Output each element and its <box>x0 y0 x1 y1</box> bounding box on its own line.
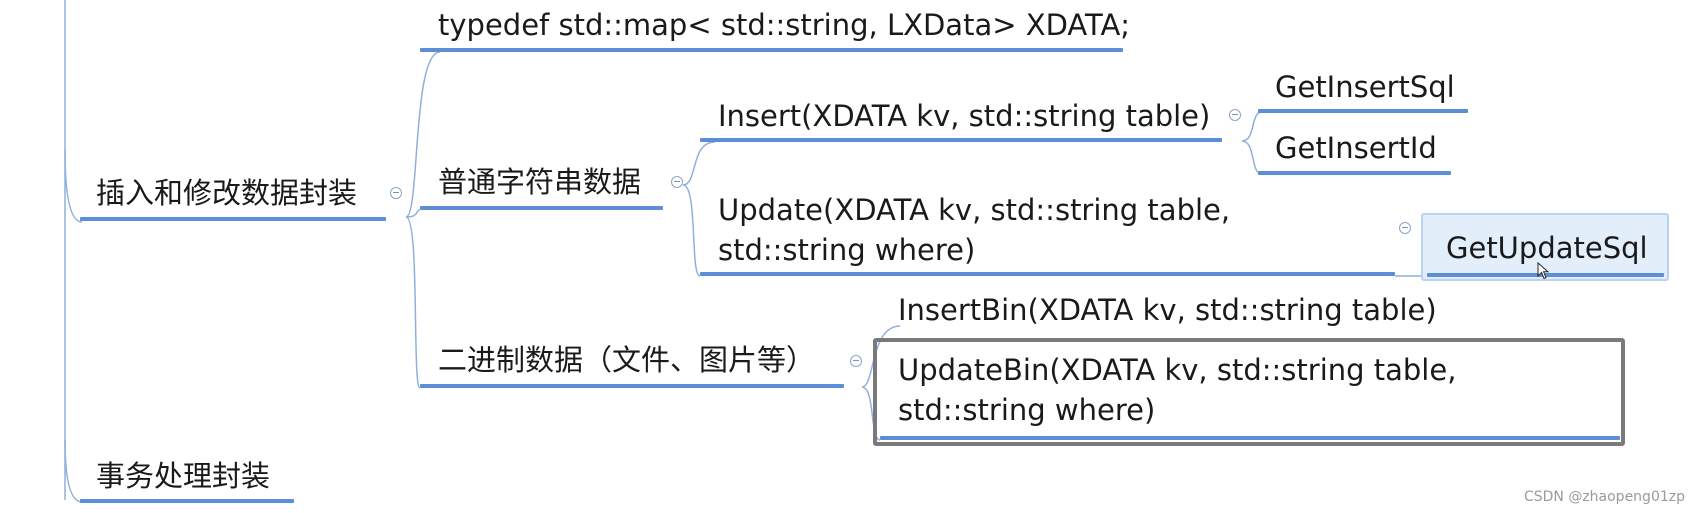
node-typedef[interactable]: typedef std::map< std::string, LXData> X… <box>438 8 1131 42</box>
node-transaction[interactable]: 事务处理封装 <box>96 459 271 493</box>
underline-update <box>700 272 1395 276</box>
node-plain-string[interactable]: 普通字符串数据 <box>438 165 642 199</box>
node-get-update-sql[interactable]: GetUpdateSql <box>1446 231 1648 265</box>
collapse-icon[interactable] <box>1229 109 1241 121</box>
node-update-bin[interactable]: UpdateBin(XDATA kv, std::string table, s… <box>898 353 1457 427</box>
collapse-icon[interactable] <box>1399 222 1411 234</box>
node-get-insert-sql[interactable]: GetInsertSql <box>1275 70 1455 104</box>
node-insert-bin[interactable]: InsertBin(XDATA kv, std::string table) <box>898 293 1437 327</box>
underline-update-bin <box>880 436 1620 440</box>
node-insert-modify[interactable]: 插入和修改数据封装 <box>96 176 358 210</box>
underline-insert-modify <box>80 217 386 221</box>
node-update[interactable]: Update(XDATA kv, std::string table, std:… <box>718 193 1231 267</box>
collapse-icon[interactable] <box>850 355 862 367</box>
underline-plain-string <box>420 206 663 210</box>
node-get-insert-id[interactable]: GetInsertId <box>1275 131 1437 165</box>
underline-transaction <box>80 499 294 503</box>
underline-get-insert-id <box>1258 171 1451 175</box>
connector-plain-string <box>405 209 421 218</box>
connector-transaction <box>64 439 83 503</box>
underline-get-update-sql <box>1427 273 1664 277</box>
mouse-cursor-icon <box>1537 262 1549 280</box>
underline-get-insert-sql <box>1258 109 1468 113</box>
connector-get-insert-sql <box>1241 111 1263 142</box>
node-binary[interactable]: 二进制数据（文件、图片等） <box>438 343 816 377</box>
node-insert[interactable]: Insert(XDATA kv, std::string table) <box>718 99 1211 133</box>
underline-insert <box>700 138 1222 142</box>
connector-update <box>682 184 701 277</box>
collapse-icon[interactable] <box>390 187 402 199</box>
underline-binary <box>420 384 844 388</box>
connector-typedef <box>405 51 441 218</box>
watermark: CSDN @zhaopeng01zp <box>1523 489 1685 505</box>
underline-typedef <box>420 48 1123 52</box>
collapse-icon[interactable] <box>671 176 683 188</box>
connector-binary <box>405 216 421 389</box>
connector-insert-modify <box>64 149 83 223</box>
connector-get-insert-id <box>1241 140 1263 175</box>
selection-box <box>873 338 1625 446</box>
connector-update-bin <box>861 386 881 441</box>
connector-insert <box>682 141 716 186</box>
